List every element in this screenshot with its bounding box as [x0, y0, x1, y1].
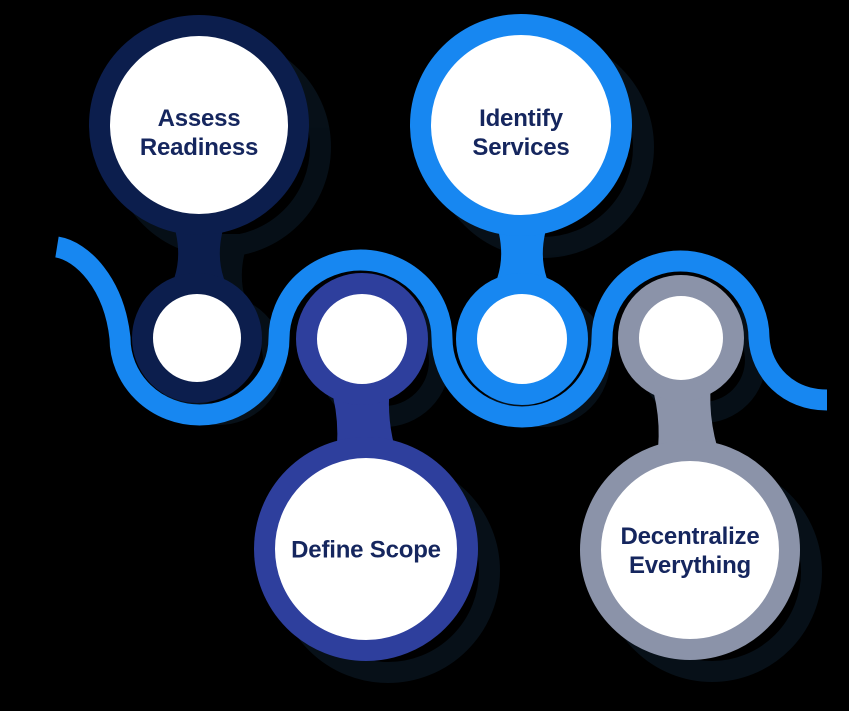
label-identify-services: Identify Services — [472, 105, 570, 161]
node-decentralize-everything — [580, 275, 800, 660]
node-big-circle — [410, 14, 632, 236]
node-big-circle — [580, 440, 800, 660]
wave-ribbon — [54, 236, 828, 428]
node-small-circle — [132, 273, 262, 403]
label-define-scope: Define Scope — [291, 536, 441, 564]
node-big-circle — [254, 437, 478, 661]
node-assess-readiness — [89, 15, 309, 403]
node-small-circle — [296, 273, 428, 405]
node-big-circle — [89, 15, 309, 235]
node-small-circle — [456, 273, 588, 405]
label-decentralize-everything: Decentralize Everything — [620, 523, 760, 579]
node-define-scope — [254, 273, 478, 661]
node-identify-services — [410, 14, 632, 405]
node-small-circle — [618, 275, 744, 401]
label-assess-readiness: Assess Readiness — [139, 105, 259, 161]
